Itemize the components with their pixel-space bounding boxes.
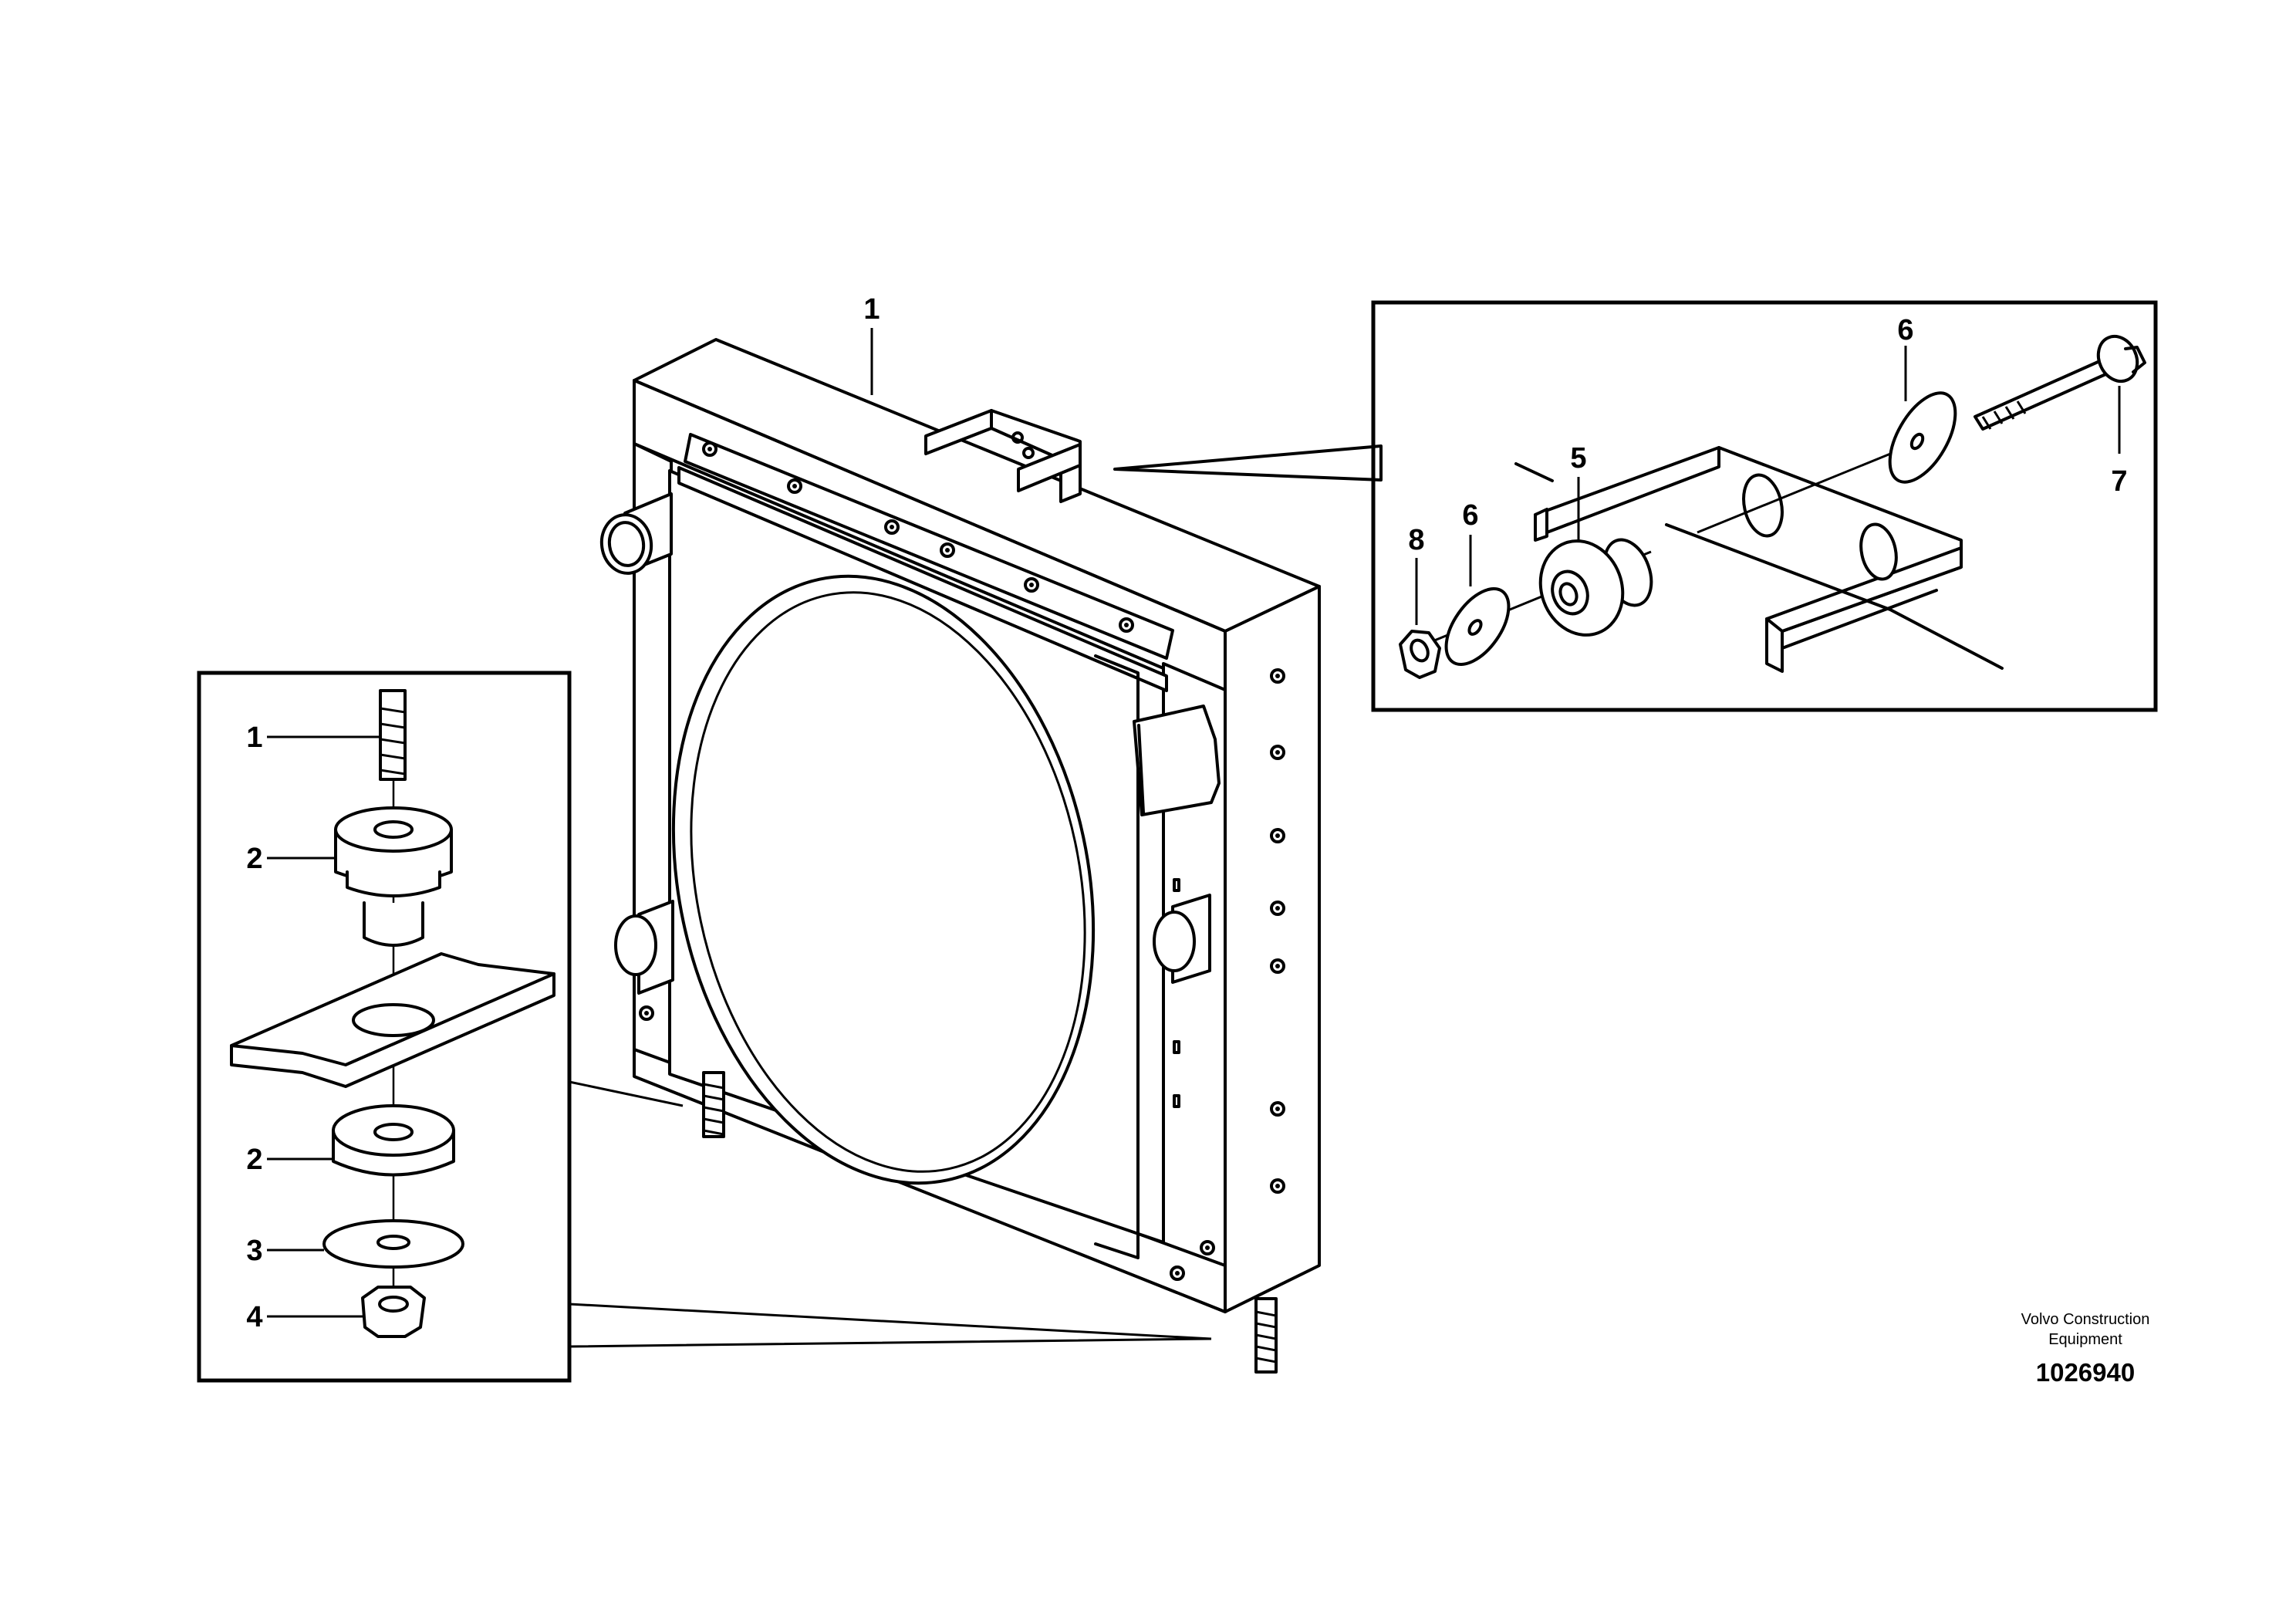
left-callouts: 1 2 2 3 4	[246, 721, 262, 1333]
callout-right-5: 5	[1570, 442, 1586, 475]
brand-line-1: Volvo Construction	[2021, 1311, 2150, 1328]
left-detail-panel	[197, 671, 572, 1383]
callout-left-3: 3	[246, 1235, 262, 1267]
brand-line-2: Equipment	[2048, 1331, 2122, 1348]
callout-left-1: 1	[246, 721, 262, 754]
figure-caption: Volvo Construction Equipment 1026940	[2021, 1311, 2150, 1387]
part-number: 1026940	[2036, 1358, 2135, 1387]
callout-left-2b: 2	[246, 1144, 262, 1176]
right-detail-panel	[1371, 300, 2158, 712]
callout-right-6b: 6	[1897, 314, 1913, 346]
main-callouts: 1	[863, 293, 880, 326]
radiator-assembly	[599, 328, 1321, 1374]
callout-right-6a: 6	[1462, 499, 1478, 532]
callout-left-2a: 2	[246, 843, 262, 875]
callout-main-1: 1	[863, 293, 880, 326]
right-callouts: 5 6 6 7 8	[1408, 314, 2127, 556]
callout-right-8: 8	[1408, 524, 1424, 556]
callout-left-4: 4	[246, 1301, 262, 1333]
callout-right-7: 7	[2111, 465, 2127, 498]
